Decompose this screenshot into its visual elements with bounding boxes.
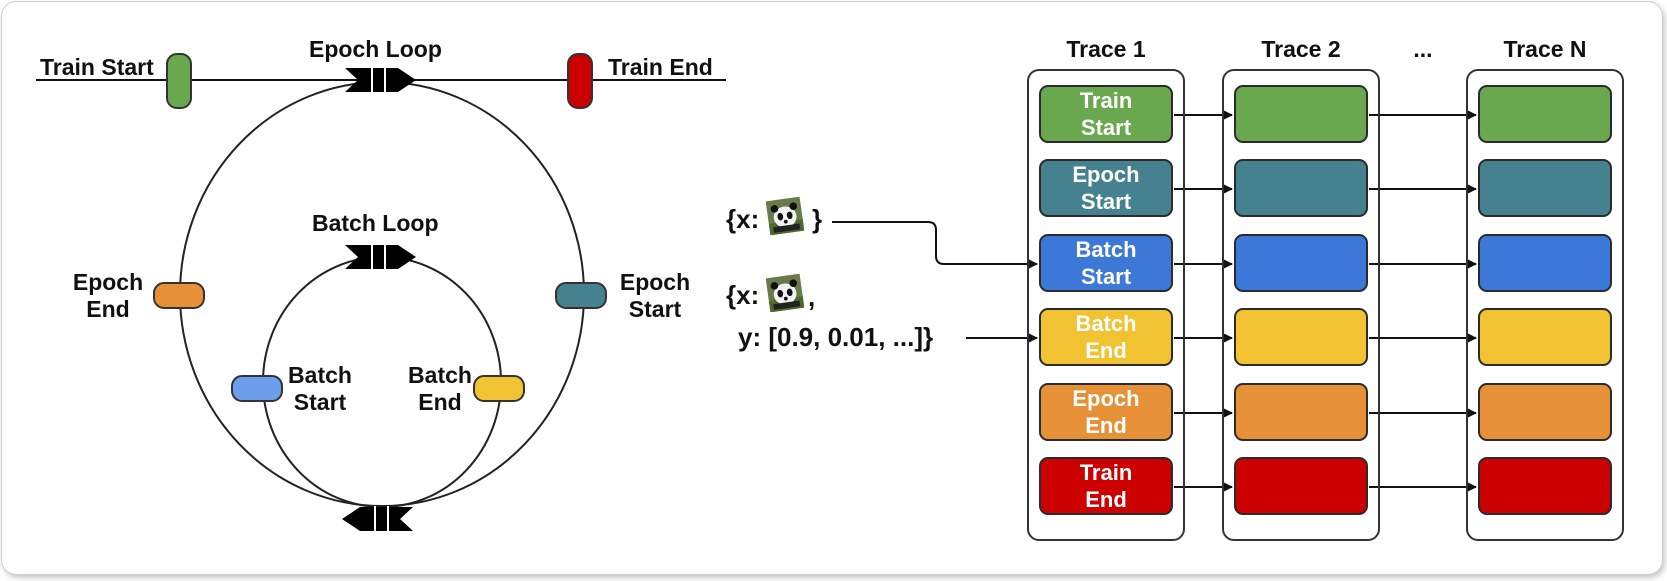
input1-close: } [812,204,823,234]
trace-header: ... [1413,36,1433,62]
batch-end-marker [473,375,525,402]
traceN-epoch-start-box [1478,159,1612,217]
trace-header: Trace N [1503,36,1587,62]
train-end-label: Train End [608,54,713,80]
train-end-marker [567,53,593,109]
input1-open: {x: [726,204,760,234]
trace2-epoch-end-box [1234,383,1368,441]
input2-open: {x: [726,280,760,310]
train-start-label: Train Start [40,54,154,80]
trace-2-column [1222,69,1380,541]
trace2-batch-start-box [1234,234,1368,292]
epoch-end-marker [153,282,205,309]
panda-image-icon [766,197,804,235]
epoch-loop-ellipse [179,81,585,507]
trace-header: Trace 2 [1261,36,1341,62]
traceN-train-start-box [1478,85,1612,143]
input2-y: y: [0.9, 0.01, ...]} [738,322,934,352]
traceN-epoch-end-box [1478,383,1612,441]
traceN-batch-end-box [1478,308,1612,366]
traceN-batch-start-box [1478,234,1612,292]
trace2-batch-end-box [1234,308,1368,366]
trace-1-column [1027,69,1185,541]
loop-return-arrow-icon [342,506,413,532]
trace2-epoch-start-box [1234,159,1368,217]
batch-loop-label: Batch Loop [312,210,439,236]
batch-loop-arrow-icon [345,244,416,270]
epoch-loop-arrow-icon [345,67,416,93]
trace2-train-end-box [1234,457,1368,515]
epoch-loop-label: Epoch Loop [309,36,442,62]
trace-n-column [1466,69,1624,541]
input2-comma: , [808,282,816,312]
input1-arrow [832,221,1038,269]
batch-start-marker [231,375,283,402]
trace2-train-start-box [1234,85,1368,143]
train-start-marker [166,53,192,109]
trace-header: Trace 1 [1066,36,1146,62]
panda-image-icon [766,274,804,312]
epoch-start-marker [555,282,607,309]
traceN-train-end-box [1478,457,1612,515]
